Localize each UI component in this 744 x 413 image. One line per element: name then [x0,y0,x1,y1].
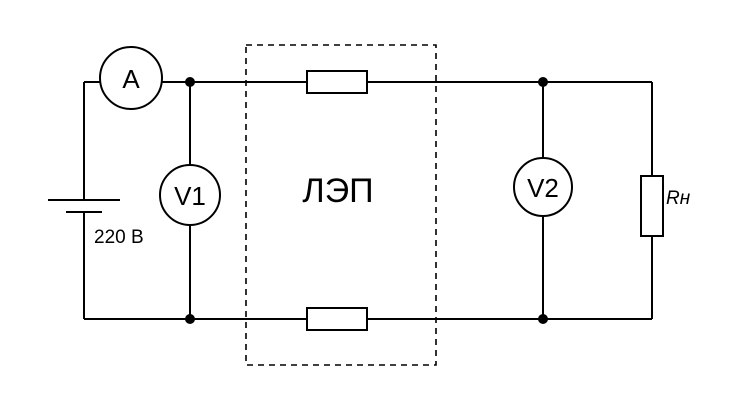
line-resistor-top [306,70,368,94]
junction-bottom-right [538,314,548,324]
junction-top-left [185,77,195,87]
voltmeter-1-icon [159,164,221,226]
junction-top-right [538,77,548,87]
ammeter-label: A [122,64,140,94]
junction-bottom-left [185,314,195,324]
voltmeter-2-icon [513,157,573,217]
load-resistor-label: Rн [666,188,691,209]
load-resistor [640,175,664,237]
source-voltage-label: 220 В [94,227,144,248]
voltmeter-2-label: V2 [527,173,559,203]
ammeter-icon [99,46,163,110]
line-resistor-bottom [306,307,368,331]
power-line-boundary [245,44,437,366]
voltmeter-1-label: V1 [174,181,206,211]
power-line-label: ЛЭП [302,172,373,210]
